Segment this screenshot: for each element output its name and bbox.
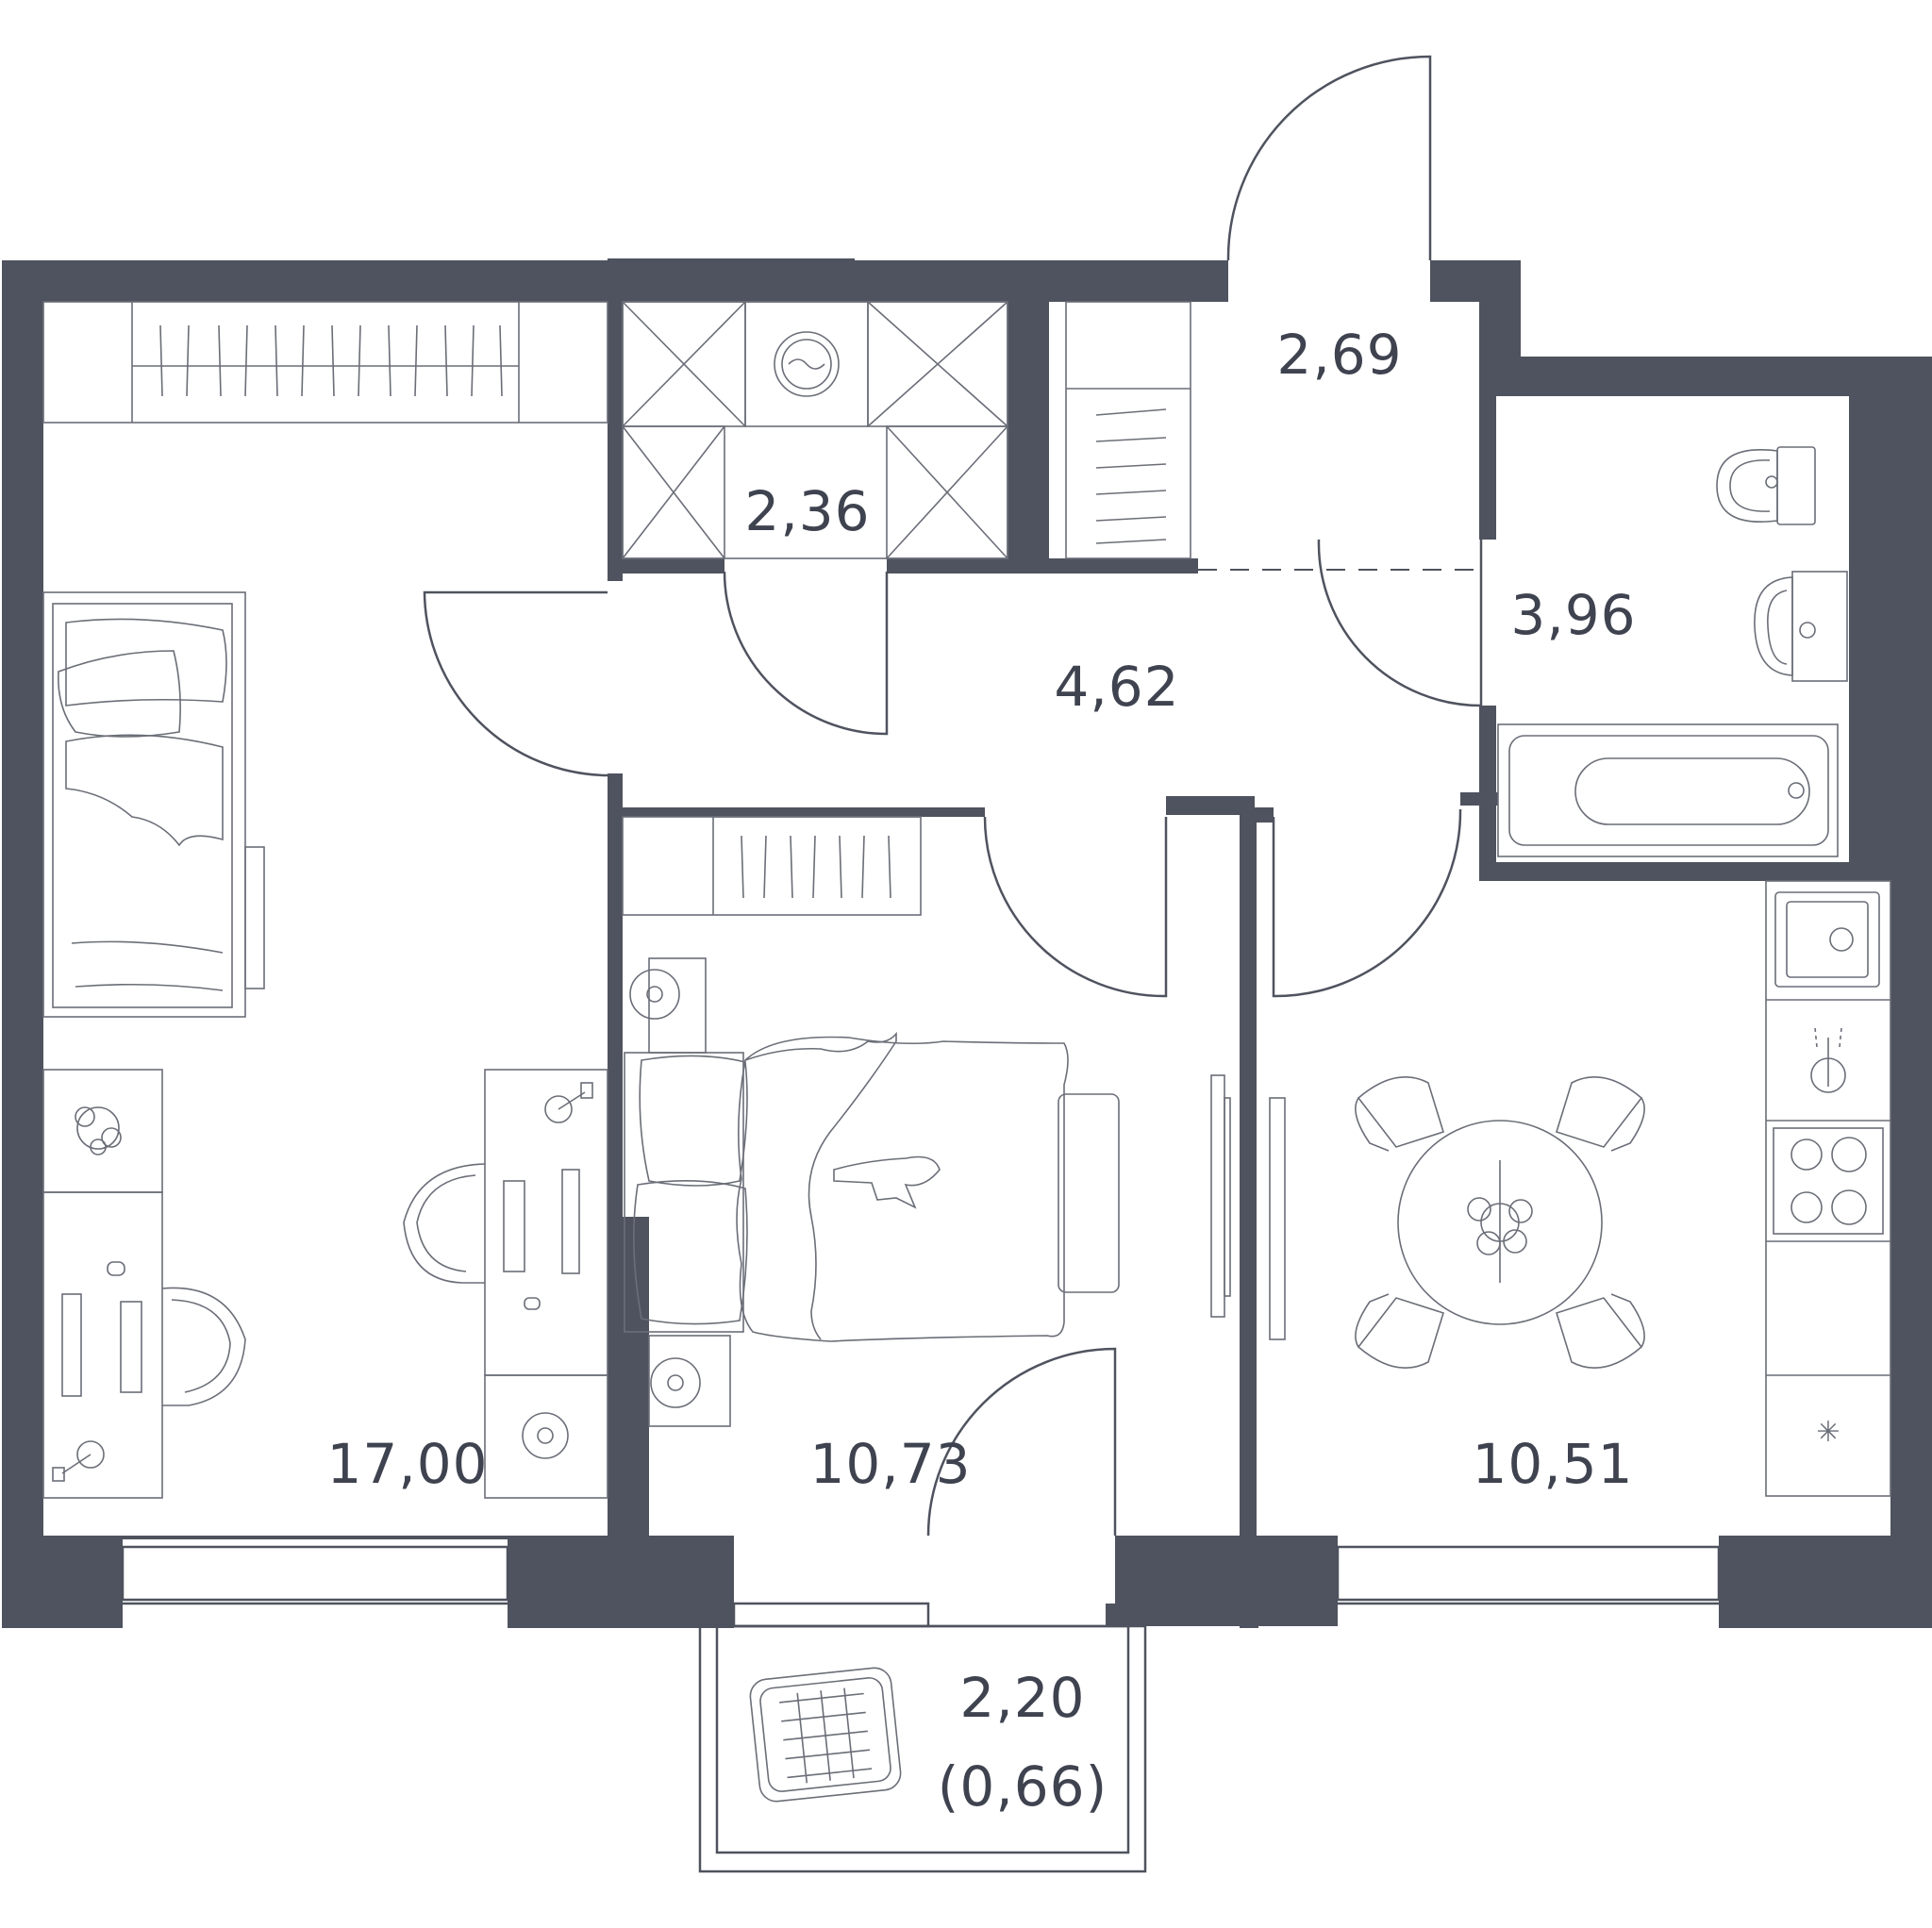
- lamp-icon: [650, 1357, 701, 1408]
- bed-icon: [42, 591, 265, 1018]
- washing-machine-icon: [774, 331, 840, 397]
- bedroom-furniture: [622, 816, 1231, 1427]
- chair-icon: [1556, 1293, 1645, 1369]
- wardrobe-hangers: [741, 835, 891, 899]
- chair-icon: [161, 1287, 246, 1406]
- bathroom-fixtures: [1497, 446, 1848, 857]
- room-area-bathroom: 3,96: [1510, 583, 1636, 647]
- sink-icon: [1754, 571, 1848, 682]
- faucet-icon: [1810, 1027, 1846, 1093]
- room-area-balcony: 2,20: [959, 1666, 1085, 1730]
- room-area-hallway: 4,62: [1054, 655, 1179, 719]
- balcony: [698, 1602, 1147, 1873]
- bathtub-icon: [1497, 723, 1839, 857]
- outer-walls: [2, 258, 1932, 1628]
- living-room-furniture: [42, 301, 608, 1499]
- laundry-basket-icon: [749, 1667, 902, 1803]
- chair-icon: [1556, 1076, 1645, 1152]
- chair-icon: [403, 1163, 486, 1284]
- chair-icon: [1355, 1293, 1444, 1369]
- room-area-balcony-reduced: (0,66): [938, 1754, 1108, 1819]
- room-area-storage: 2,36: [744, 479, 870, 543]
- double-bed-icon: [624, 1031, 1120, 1342]
- stove-icon: [1773, 1127, 1884, 1235]
- room-area-bedroom: 10,73: [809, 1432, 971, 1496]
- lamp-icon: [629, 969, 680, 1020]
- flower-vase-icon: [1467, 1160, 1533, 1283]
- toilet-icon: [1716, 446, 1816, 525]
- kitchen-sink-icon: [1774, 891, 1880, 988]
- area-labels: 17,00 10,73 10,51 4,62 3,96 2,69 2,36 2,…: [326, 323, 1636, 1819]
- wardrobe-hangers: [159, 324, 503, 397]
- ball-icon: [522, 1412, 569, 1459]
- windows: [121, 1545, 1721, 1605]
- storage-furniture: [622, 301, 1191, 559]
- doors: [423, 55, 1483, 1537]
- kitchen-furniture: ✳: [1269, 880, 1891, 1497]
- plant-icon: [75, 1106, 122, 1155]
- dining-table-icon: [1355, 1076, 1645, 1369]
- chair-icon: [1355, 1076, 1444, 1152]
- room-area-kitchen: 10,51: [1472, 1432, 1633, 1496]
- lamp-icon: [52, 1440, 105, 1482]
- svg-text:✳: ✳: [1816, 1416, 1840, 1449]
- room-area-living-room: 17,00: [326, 1432, 488, 1496]
- lamp-icon: [544, 1082, 593, 1123]
- room-area-entrance: 2,69: [1276, 323, 1402, 387]
- internal-walls: [608, 260, 1890, 1628]
